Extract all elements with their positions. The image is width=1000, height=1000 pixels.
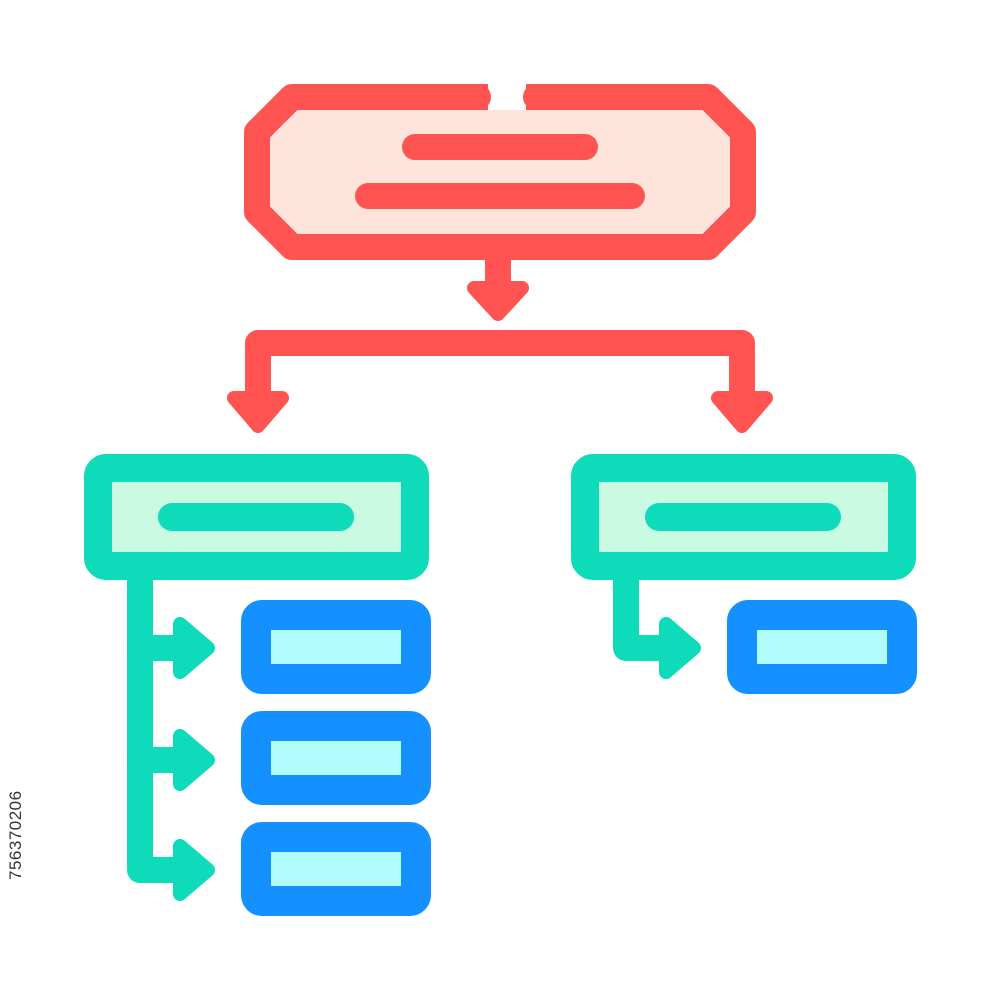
root-connectors bbox=[245, 234, 755, 408]
right-tree-arrowheads bbox=[659, 617, 701, 679]
left-leaf-1 bbox=[241, 600, 431, 694]
right-tree-spine bbox=[613, 567, 679, 661]
leaf-nodes bbox=[241, 600, 917, 916]
left-leaf-2-arrowhead bbox=[173, 729, 215, 791]
root-node bbox=[244, 80, 756, 260]
left-branch-arrowhead bbox=[227, 391, 289, 433]
left-child-node bbox=[84, 454, 429, 580]
right-tree-connectors bbox=[613, 567, 679, 661]
root-arrowheads bbox=[227, 281, 773, 433]
left-leaf-1-arrowhead bbox=[173, 617, 215, 679]
left-leaf-2 bbox=[241, 711, 431, 805]
right-branch-arrowhead bbox=[711, 391, 773, 433]
root-down-arrowhead bbox=[467, 281, 529, 321]
right-child-node bbox=[571, 454, 916, 580]
left-leaf-3-arrowhead bbox=[173, 839, 215, 901]
right-leaf-1-arrowhead bbox=[659, 617, 701, 679]
left-leaf-3 bbox=[241, 822, 431, 916]
left-tree-arrowheads bbox=[173, 617, 215, 901]
branch-bar bbox=[245, 330, 755, 408]
right-leaf-1 bbox=[727, 600, 917, 694]
left-tree-spine bbox=[127, 567, 193, 883]
root-node-box bbox=[244, 84, 756, 260]
